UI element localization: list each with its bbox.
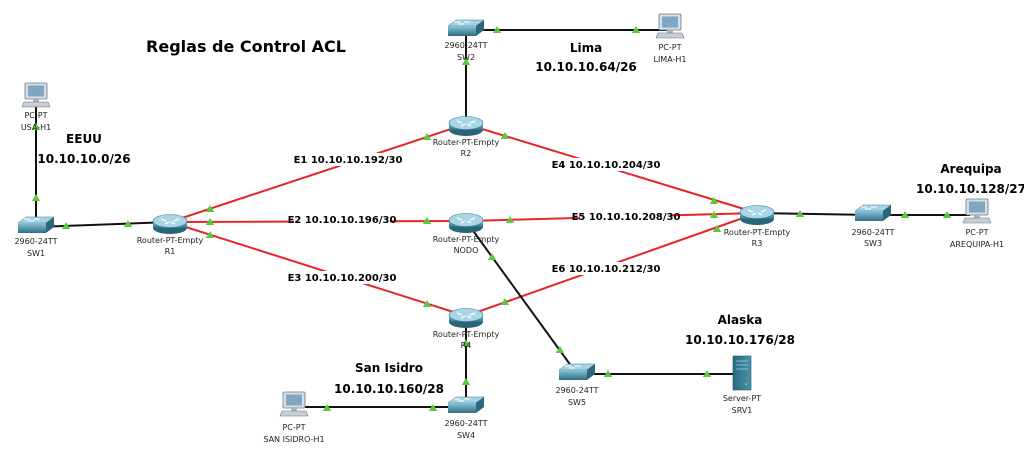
area-name-san-isidro: San Isidro	[355, 361, 423, 375]
pc-usa-h1[interactable]: PC-PT USA-H1	[21, 82, 51, 132]
link-endpoint	[461, 378, 471, 385]
link-endpoint	[31, 194, 41, 201]
device-model-label: 2960-24TT	[444, 41, 487, 50]
area-name-alaska: Alaska	[718, 313, 763, 327]
pc-arequipa-h1[interactable]: PC-PT AREQUIPA-H1	[950, 198, 1004, 249]
diagram-title: Reglas de Control ACL	[146, 37, 346, 56]
pc-sanisidro-h1[interactable]: PC-PT SAN ISIDRO-H1	[263, 391, 325, 444]
router-icon	[448, 307, 484, 329]
pc-lima-h1[interactable]: PC-PT LIMA-H1	[653, 13, 687, 64]
link-nodo-sw5	[465, 220, 578, 375]
link-label-e5: E5 10.10.10.208/30	[572, 212, 681, 223]
switch-sw3[interactable]: 2960-24TT SW3	[851, 204, 895, 248]
router-icon	[448, 115, 484, 137]
area-name-arequipa: Arequipa	[940, 162, 1001, 176]
device-name-label: SW1	[27, 249, 45, 258]
area-network-san-isidro: 10.10.10.160/28	[334, 382, 444, 396]
device-name-label: R1	[165, 247, 176, 256]
device-name-label: SW5	[568, 398, 586, 407]
device-model-label: Router-PT-Empty	[724, 228, 791, 237]
router-nodo[interactable]: Router-PT-Empty NODO	[433, 212, 500, 256]
device-name-label: SW3	[864, 239, 882, 248]
pc-icon	[21, 82, 51, 108]
device-model-label: Router-PT-Empty	[433, 330, 500, 339]
device-name-label: R3	[752, 239, 763, 248]
link-label-e2: E2 10.10.10.196/30	[288, 215, 397, 226]
device-model-label: PC-PT	[282, 423, 305, 432]
server-icon	[732, 355, 752, 391]
router-r1[interactable]: Router-PT-Empty R1	[137, 213, 204, 257]
device-model-label: 2960-24TT	[14, 237, 57, 246]
device-name-label: USA-H1	[21, 123, 51, 132]
router-r3[interactable]: Router-PT-Empty R3	[724, 204, 791, 249]
device-model-label: 2960-24TT	[555, 386, 598, 395]
device-model-label: PC-PT	[965, 228, 988, 237]
device-name-label: SW4	[457, 431, 475, 440]
router-r2[interactable]: Router-PT-Empty R2	[433, 115, 500, 159]
switch-sw4[interactable]: 2960-24TT SW4	[444, 396, 488, 440]
link-r1-r2	[169, 123, 467, 223]
switch-sw2[interactable]: 2960-24TT SW2	[444, 19, 488, 62]
pc-icon	[962, 198, 992, 224]
device-model-label: Router-PT-Empty	[433, 138, 500, 147]
server-srv1[interactable]: Server-PT SRV1	[723, 355, 761, 415]
switch-icon	[447, 396, 485, 414]
device-name-label: SAN ISIDRO-H1	[263, 435, 324, 444]
device-name-label: NODO	[454, 246, 479, 255]
switch-icon	[558, 363, 596, 381]
area-network-eeuu: 10.10.10.0/26	[37, 152, 130, 166]
device-name-label: SW2	[457, 53, 475, 62]
device-name-label: R4	[461, 341, 472, 350]
device-name-label: AREQUIPA-H1	[950, 240, 1004, 249]
device-model-label: Server-PT	[723, 394, 761, 403]
switch-icon	[17, 216, 55, 234]
device-name-label: SRV1	[732, 406, 753, 415]
link-label-e6: E6 10.10.10.212/30	[552, 264, 661, 275]
area-name-lima: Lima	[570, 41, 602, 55]
device-model-label: PC-PT	[658, 43, 681, 52]
device-model-label: Router-PT-Empty	[137, 236, 204, 245]
area-network-alaska: 10.10.10.176/28	[685, 333, 795, 347]
router-icon	[448, 212, 484, 234]
link-label-e4: E4 10.10.10.204/30	[552, 160, 661, 171]
device-model-label: 2960-24TT	[851, 228, 894, 237]
link-sw1-r1	[35, 221, 171, 228]
device-model-label: Router-PT-Empty	[433, 235, 500, 244]
pc-icon	[655, 13, 685, 39]
link-r3-sw3	[756, 212, 874, 216]
link-label-e3: E3 10.10.10.200/30	[288, 273, 397, 284]
link-label-e1: E1 10.10.10.192/30	[294, 155, 403, 166]
switch-icon	[447, 19, 485, 37]
switch-sw5[interactable]: 2960-24TT SW5	[555, 363, 599, 407]
switch-icon	[854, 204, 892, 222]
device-name-label: R2	[461, 149, 472, 158]
area-network-lima: 10.10.10.64/26	[535, 60, 637, 74]
router-icon	[739, 204, 775, 226]
router-icon	[152, 213, 188, 235]
pc-icon	[279, 391, 309, 417]
device-name-label: LIMA-H1	[653, 55, 686, 64]
router-r4[interactable]: Router-PT-Empty R4	[433, 307, 500, 351]
link-r1-r4	[169, 221, 467, 317]
switch-sw1[interactable]: 2960-24TT SW1	[14, 216, 58, 258]
area-name-eeuu: EEUU	[66, 132, 102, 146]
device-model-label: 2960-24TT	[444, 419, 487, 428]
area-network-arequipa: 10.10.10.128/27	[916, 182, 1024, 196]
device-model-label: PC-PT	[24, 111, 47, 120]
link-labels: E1 10.10.10.192/30 E2 10.10.10.196/30 E3…	[288, 153, 681, 284]
